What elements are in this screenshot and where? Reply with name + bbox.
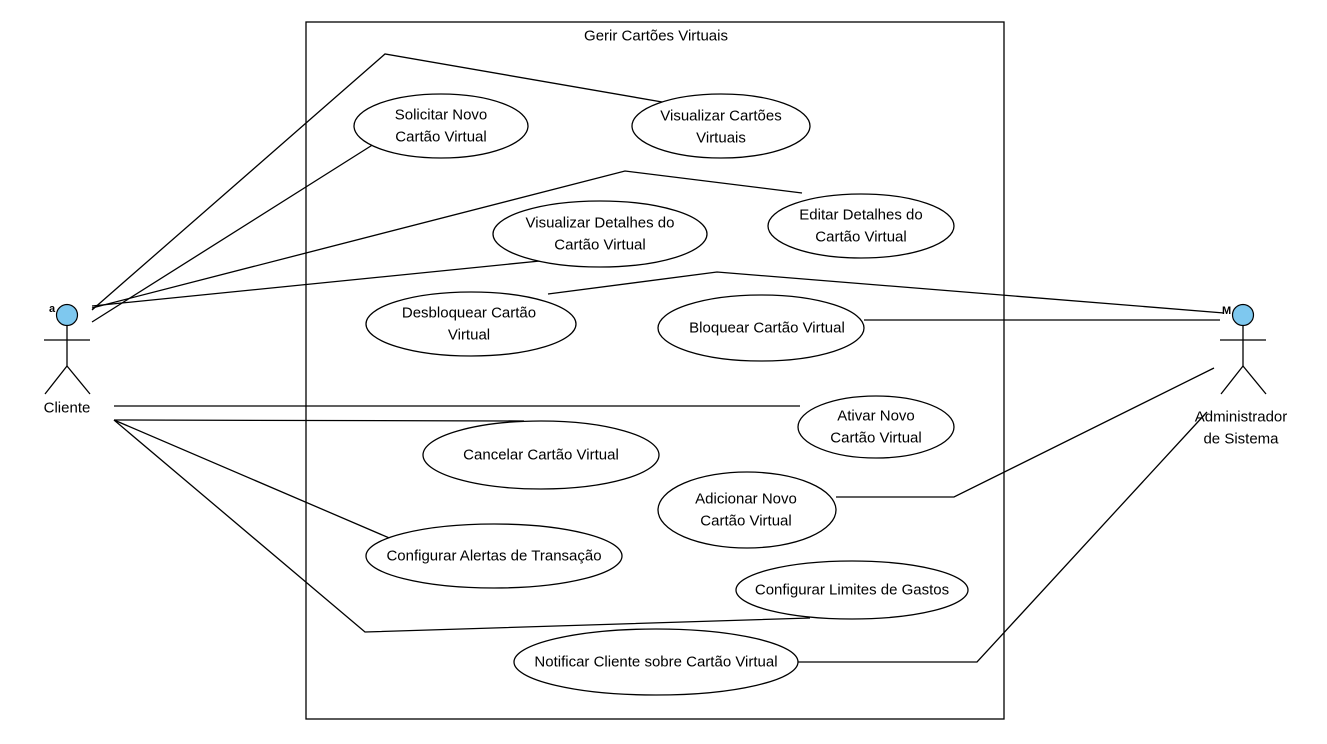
assoc-cliente-alertas [113, 419, 395, 541]
assoc-admin-notificar [798, 411, 1208, 663]
use-case-ellipse [797, 395, 955, 459]
use-case-ellipse [657, 471, 837, 549]
use-case-ellipse [365, 523, 623, 589]
actor-leg-right [1242, 365, 1267, 395]
use-case-label: Cartão Virtual [700, 513, 791, 530]
use-case-label: Editar Detalhes do [799, 207, 922, 224]
actor-stereotype: M [1222, 305, 1231, 317]
actor-label: de Sistema [1203, 431, 1279, 448]
actor-label: Administrador [1195, 409, 1288, 426]
actor-head-icon [1231, 303, 1255, 327]
use-case-solicitar[interactable]: Solicitar Novo Cartão Virtual [353, 93, 529, 159]
use-case-label: Cartão Virtual [830, 430, 921, 447]
use-case-adicionar[interactable]: Adicionar Novo Cartão Virtual [657, 471, 837, 549]
assoc-cliente-visualizar [91, 53, 669, 311]
use-case-ellipse [353, 93, 529, 159]
use-case-label: Bloquear Cartão Virtual [689, 320, 845, 337]
use-case-label: Desbloquear Cartão [402, 305, 536, 322]
use-case-notificar[interactable]: Notificar Cliente sobre Cartão Virtual [513, 628, 799, 696]
use-case-ellipse [735, 560, 969, 620]
use-case-ellipse [513, 628, 799, 696]
use-case-ellipse [657, 294, 865, 362]
use-case-visualizar[interactable]: Visualizar Cartões Virtuais [631, 93, 811, 159]
use-case-label: Solicitar Novo [395, 107, 488, 124]
assoc-admin-adicionar [836, 367, 1215, 498]
assoc-cliente-solicitar [91, 143, 375, 323]
use-case-label: Configurar Limites de Gastos [755, 582, 949, 599]
use-case-ellipse [422, 420, 660, 490]
use-case-label: Configurar Alertas de Transação [386, 548, 601, 565]
system-title: Gerir Cartões Virtuais [584, 28, 728, 45]
assoc-cliente-limites [113, 419, 811, 633]
actor-administrador[interactable]: M Administrador de Sistema [1195, 303, 1288, 448]
assoc-admin-desbloquear [547, 271, 1225, 314]
assoc-cliente-detalhes [91, 260, 541, 307]
use-case-cancelar[interactable]: Cancelar Cartão Virtual [422, 420, 660, 490]
use-case-editar[interactable]: Editar Detalhes do Cartão Virtual [767, 193, 955, 259]
use-case-ellipse [365, 291, 577, 357]
use-case-ellipse [492, 200, 708, 268]
use-case-label: Visualizar Detalhes do [526, 215, 675, 232]
use-case-bloquear[interactable]: Bloquear Cartão Virtual [657, 294, 865, 362]
actor-leg-right [66, 365, 91, 395]
assoc-cliente-editar [91, 170, 803, 309]
actor-cliente[interactable]: a Cliente [44, 303, 91, 417]
use-case-ellipse [767, 193, 955, 259]
actor-leg-left [1220, 365, 1244, 395]
use-case-alertas[interactable]: Configurar Alertas de Transação [365, 523, 623, 589]
use-case-desbloquear[interactable]: Desbloquear Cartão Virtual [365, 291, 577, 357]
use-case-label: Ativar Novo [837, 408, 915, 425]
actor-label: Cliente [44, 400, 91, 417]
use-case-label: Cancelar Cartão Virtual [463, 447, 619, 464]
use-case-label: Virtuais [696, 130, 746, 147]
use-case-limites[interactable]: Configurar Limites de Gastos [735, 560, 969, 620]
use-case-ellipse [631, 93, 811, 159]
use-case-label: Adicionar Novo [695, 491, 797, 508]
associations [91, 53, 1225, 663]
use-case-label: Visualizar Cartões [660, 108, 781, 125]
use-case-label: Cartão Virtual [815, 229, 906, 246]
actor-head-icon [55, 303, 79, 327]
actor-leg-left [44, 365, 68, 395]
use-case-label: Virtual [448, 327, 490, 344]
assoc-cliente-cancelar [113, 419, 525, 422]
use-case-ativar[interactable]: Ativar Novo Cartão Virtual [797, 395, 955, 459]
use-case-label: Notificar Cliente sobre Cartão Virtual [534, 654, 777, 671]
use-case-label: Cartão Virtual [554, 237, 645, 254]
actor-stereotype: a [49, 303, 56, 315]
use-case-label: Cartão Virtual [395, 129, 486, 146]
use-case-detalhes[interactable]: Visualizar Detalhes do Cartão Virtual [492, 200, 708, 268]
